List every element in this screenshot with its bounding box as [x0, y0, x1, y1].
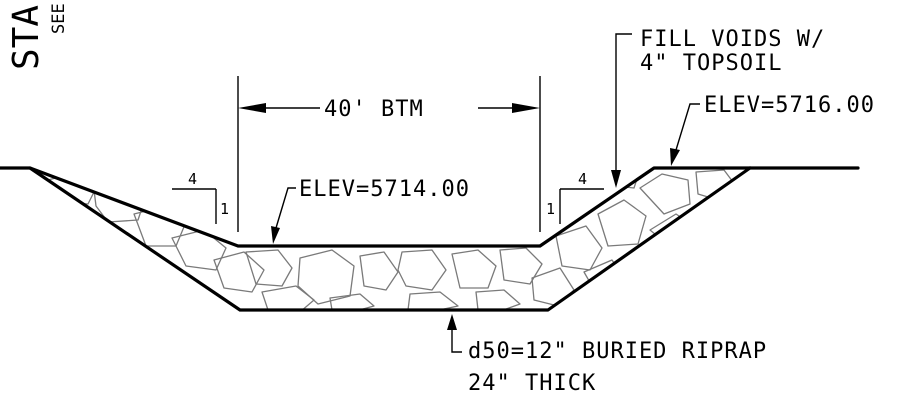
- riprap-label-line2: 24" THICK: [468, 371, 596, 396]
- bottom-elevation-callout: ELEV=5714.00: [271, 177, 470, 244]
- fill-voids-label-line2: 4" TOPSOIL: [640, 51, 782, 76]
- fill-voids-callout: FILL VOIDS W/ 4" TOPSOIL: [611, 27, 825, 188]
- title-small-text: SEE: [49, 3, 69, 34]
- sheet-title: STA SEE: [6, 3, 69, 70]
- top-elevation-label: ELEV=5716.00: [704, 93, 875, 118]
- right-slope-indicator: 4 1: [546, 170, 604, 224]
- right-slope-rise: 1: [546, 200, 555, 218]
- bottom-width-dimension: 40' BTM: [237, 76, 541, 232]
- left-slope-run: 4: [188, 170, 197, 188]
- fill-voids-label-line1: FILL VOIDS W/: [640, 27, 825, 52]
- bottom-elevation-label: ELEV=5714.00: [299, 177, 470, 202]
- riprap-bottom-line: [28, 166, 752, 312]
- bottom-width-label: 40' BTM: [324, 97, 424, 122]
- top-elevation-callout: ELEV=5716.00: [670, 93, 875, 166]
- left-slope-rise: 1: [220, 200, 229, 218]
- title-large-text: STA: [6, 5, 47, 70]
- finished-grade-line: [0, 166, 860, 248]
- riprap-callout: d50=12" BURIED RIPRAP 24" THICK: [447, 314, 767, 396]
- left-slope-indicator: 4 1: [172, 170, 229, 224]
- riprap-label-line1: d50=12" BURIED RIPRAP: [468, 339, 767, 364]
- channel-outline: [0, 166, 860, 312]
- right-slope-run: 4: [578, 170, 587, 188]
